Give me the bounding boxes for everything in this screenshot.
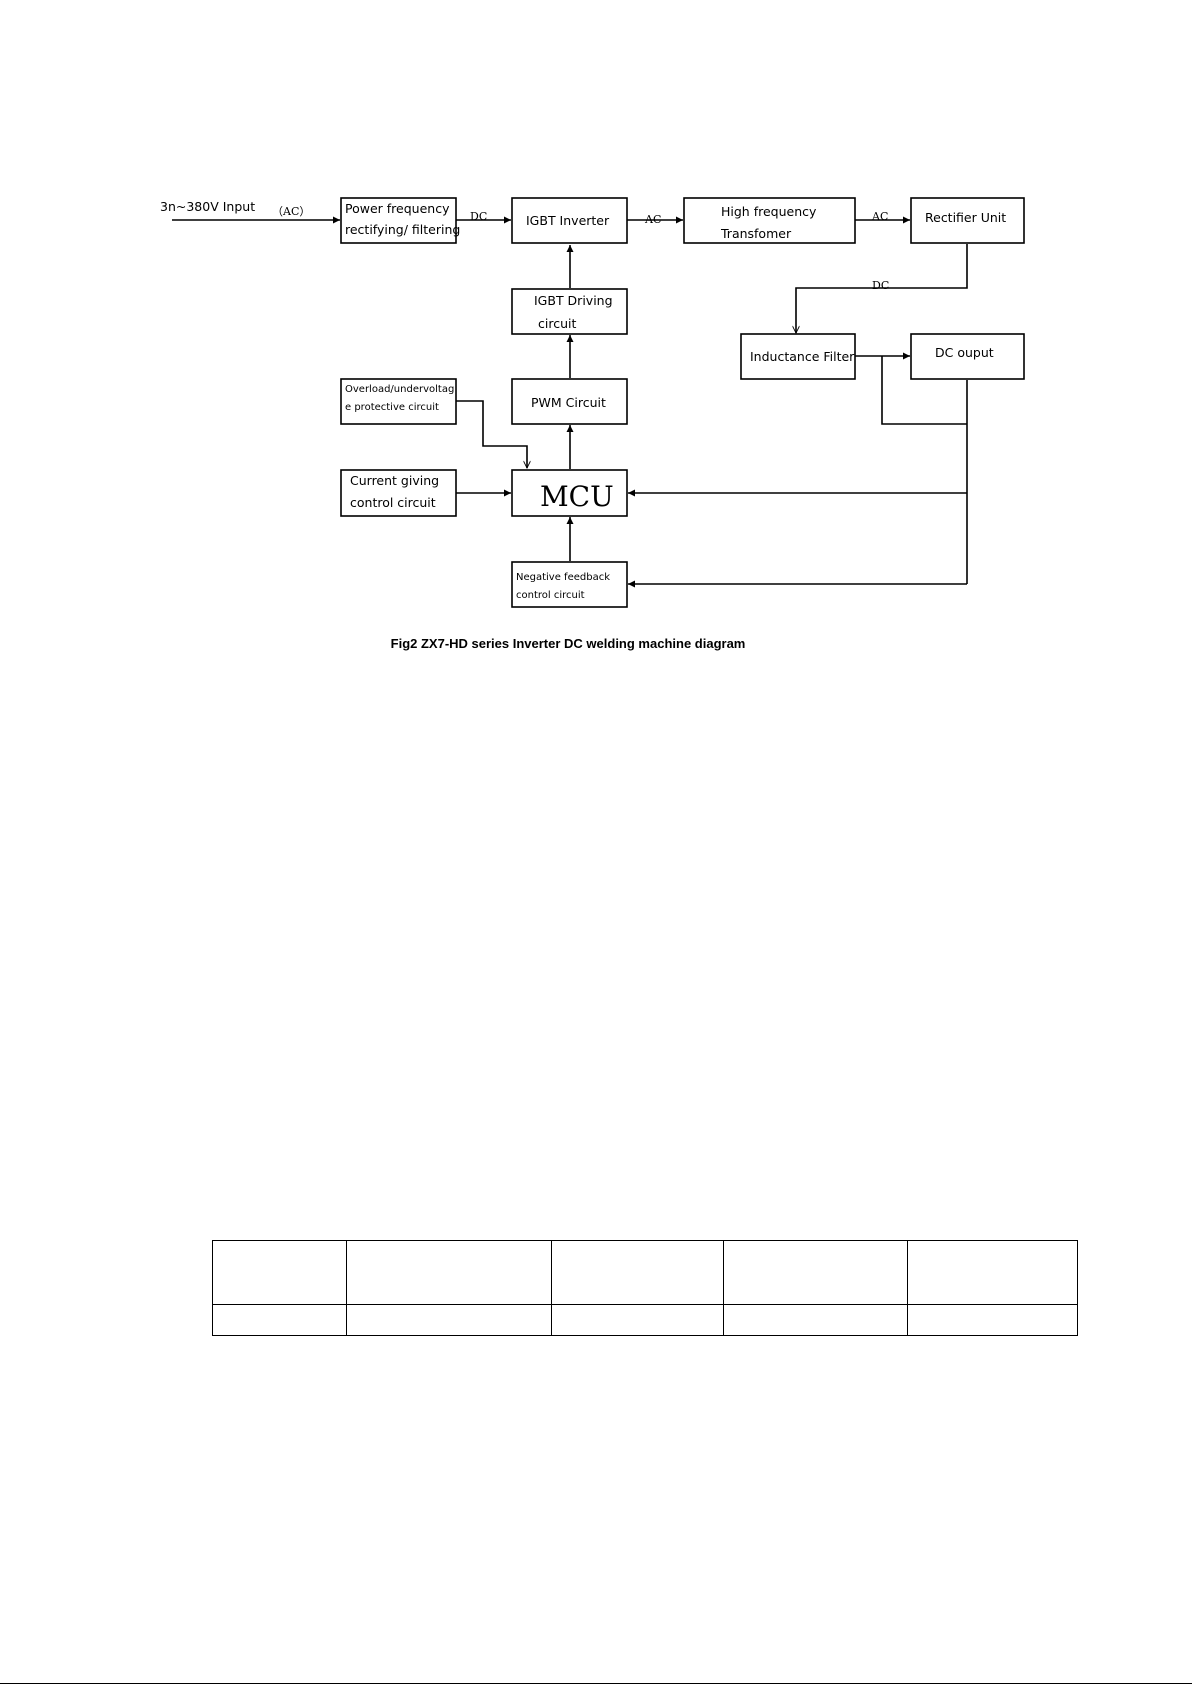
label-negative-feedback-2: control circuit (516, 590, 585, 601)
label-rectify-1: Power frequency (345, 201, 450, 216)
block-igbt-inverter (511, 197, 628, 244)
edge-output-loop (881, 356, 967, 425)
label-overload-1: Overload/undervoltag (345, 384, 454, 395)
spec-table (212, 1240, 1078, 1336)
label-igbt-driving-1: IGBT Driving (534, 293, 613, 308)
label-overload-2: e protective circuit (345, 402, 439, 413)
block-dc-output (910, 333, 1025, 380)
label-igbt-driving-2: circuit (538, 316, 576, 331)
block-inductance-filter (740, 333, 856, 380)
label-current-giving-2: control circuit (350, 495, 436, 510)
page-bottom-rule (0, 1683, 1192, 1684)
table-cell (550, 1304, 725, 1336)
table-cell (345, 1240, 552, 1305)
table-cell (212, 1304, 347, 1336)
figure-caption: Fig2 ZX7-HD series Inverter DC welding m… (390, 636, 746, 651)
table-row (212, 1304, 1078, 1336)
label-inductance-filter: Inductance Filter (750, 349, 855, 364)
label-current-giving-1: Current giving (350, 473, 439, 488)
table-cell (345, 1304, 552, 1336)
block-mcu (511, 469, 628, 517)
edge-label-dc-2: DC (872, 279, 889, 292)
label-negative-feedback-1: Negative feedback (516, 572, 610, 583)
input-label: 3n~380V Input (160, 199, 255, 214)
table-cell (723, 1304, 909, 1336)
edge-label-ac-2: AC (871, 210, 888, 223)
block-negative-feedback (511, 561, 628, 608)
label-igbt-inverter: IGBT Inverter (526, 213, 610, 228)
table-cell (550, 1240, 725, 1305)
label-pwm: PWM Circuit (531, 395, 606, 410)
table-cell (212, 1240, 347, 1305)
label-rectify-2: rectifying/ filtering (345, 222, 460, 237)
block-current-giving (340, 469, 457, 517)
edge-overload-mcu (456, 400, 527, 468)
label-hf-transformer-1: High frequency (721, 204, 817, 219)
block-pwm (511, 378, 628, 425)
edge-label-ac-1: AC (644, 213, 661, 226)
table-row (212, 1240, 1078, 1305)
block-diagram: 3n~380V Input （AC） DC AC AC DC Power fre… (160, 197, 1025, 608)
edge-label-dc-1: DC (470, 210, 487, 223)
label-mcu: MCU (540, 480, 614, 513)
block-igbt-driving (511, 288, 628, 335)
label-rectifier-unit: Rectifier Unit (925, 210, 1006, 225)
label-hf-transformer-2: Transfomer (720, 226, 792, 241)
block-rectifier-unit (910, 197, 1025, 244)
block-overload (340, 378, 457, 425)
table-cell (907, 1240, 1078, 1305)
edge-rectifier-filter (796, 244, 968, 333)
block-hf-transformer (683, 197, 856, 244)
table-cell (907, 1304, 1078, 1336)
label-dc-output: DC ouput (935, 345, 994, 360)
table-cell (723, 1240, 909, 1305)
input-ac-label: （AC） (272, 205, 310, 218)
block-rectify (340, 197, 457, 244)
